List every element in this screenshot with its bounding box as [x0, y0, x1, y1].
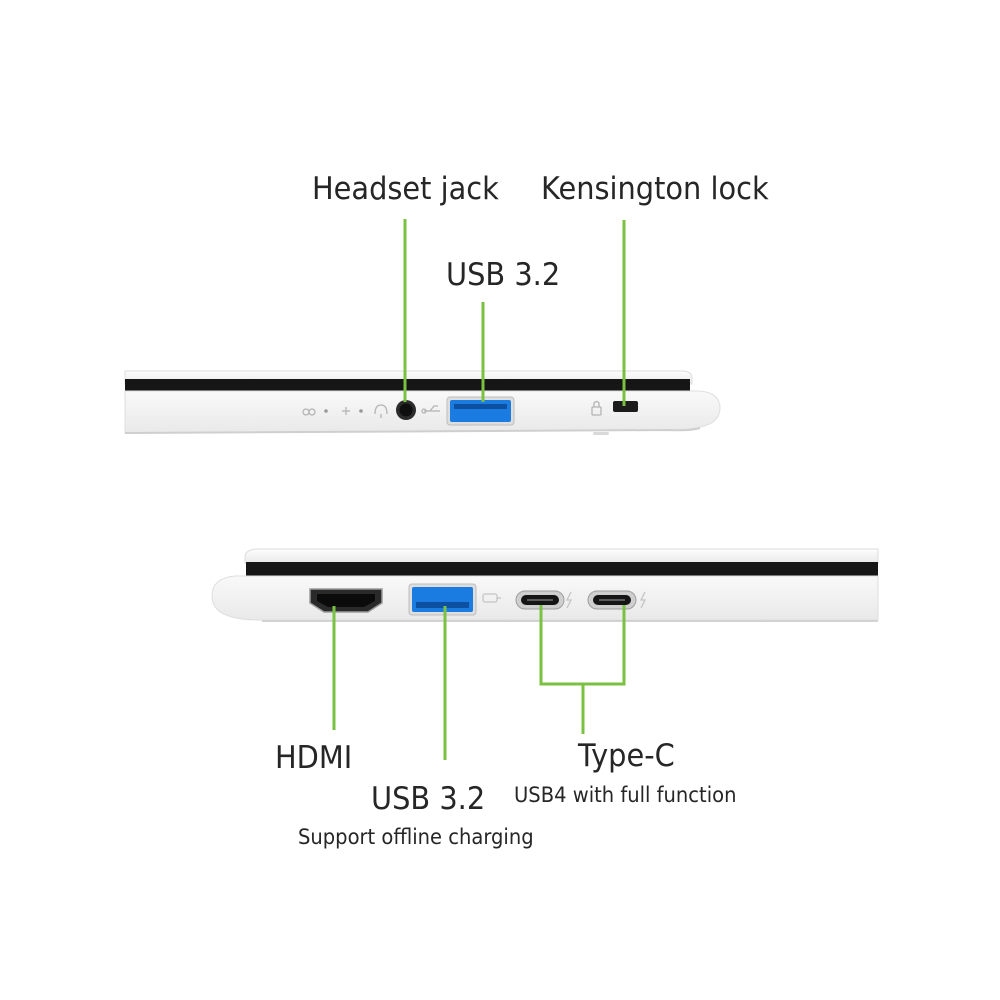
usb-symbol-icon [421, 405, 440, 414]
power-led-icon [342, 407, 350, 415]
headset-jack-label: Headset jack [312, 171, 499, 207]
foot [593, 432, 609, 435]
top-usb-label: USB 3.2 [446, 257, 561, 293]
kensington-lock-label: Kensington lock [541, 171, 769, 207]
headset-jack-port [396, 400, 416, 420]
battery-led-icon [302, 408, 316, 416]
led-dot [324, 409, 328, 413]
thunderbolt-icon [639, 591, 647, 609]
bottom-usb-label: USB 3.2 [371, 781, 486, 817]
hdmi-label: HDMI [275, 740, 353, 776]
right-side-view [211, 548, 879, 760]
base-shadow [124, 427, 701, 434]
kensington-slot [613, 401, 638, 412]
bezel-stripe [125, 379, 690, 391]
usb-note-label: Support offline charging [298, 825, 534, 849]
usb-a-port [446, 396, 515, 426]
usb-c-port-2 [587, 590, 637, 610]
led-dot [359, 409, 363, 413]
thunderbolt-icon [565, 591, 573, 609]
headset-icon [374, 404, 388, 418]
lid-edge [244, 548, 879, 564]
left-side-view [124, 219, 721, 435]
type-c-note-label: USB4 with full function [514, 783, 737, 807]
lock-symbol-icon [591, 400, 602, 416]
usb-a-port [408, 583, 477, 616]
bezel-stripe [246, 562, 878, 576]
charging-icon [482, 593, 501, 603]
type-c-label: Type-C [578, 738, 675, 774]
hdmi-port [309, 588, 383, 613]
usb-c-port-1 [515, 590, 565, 610]
